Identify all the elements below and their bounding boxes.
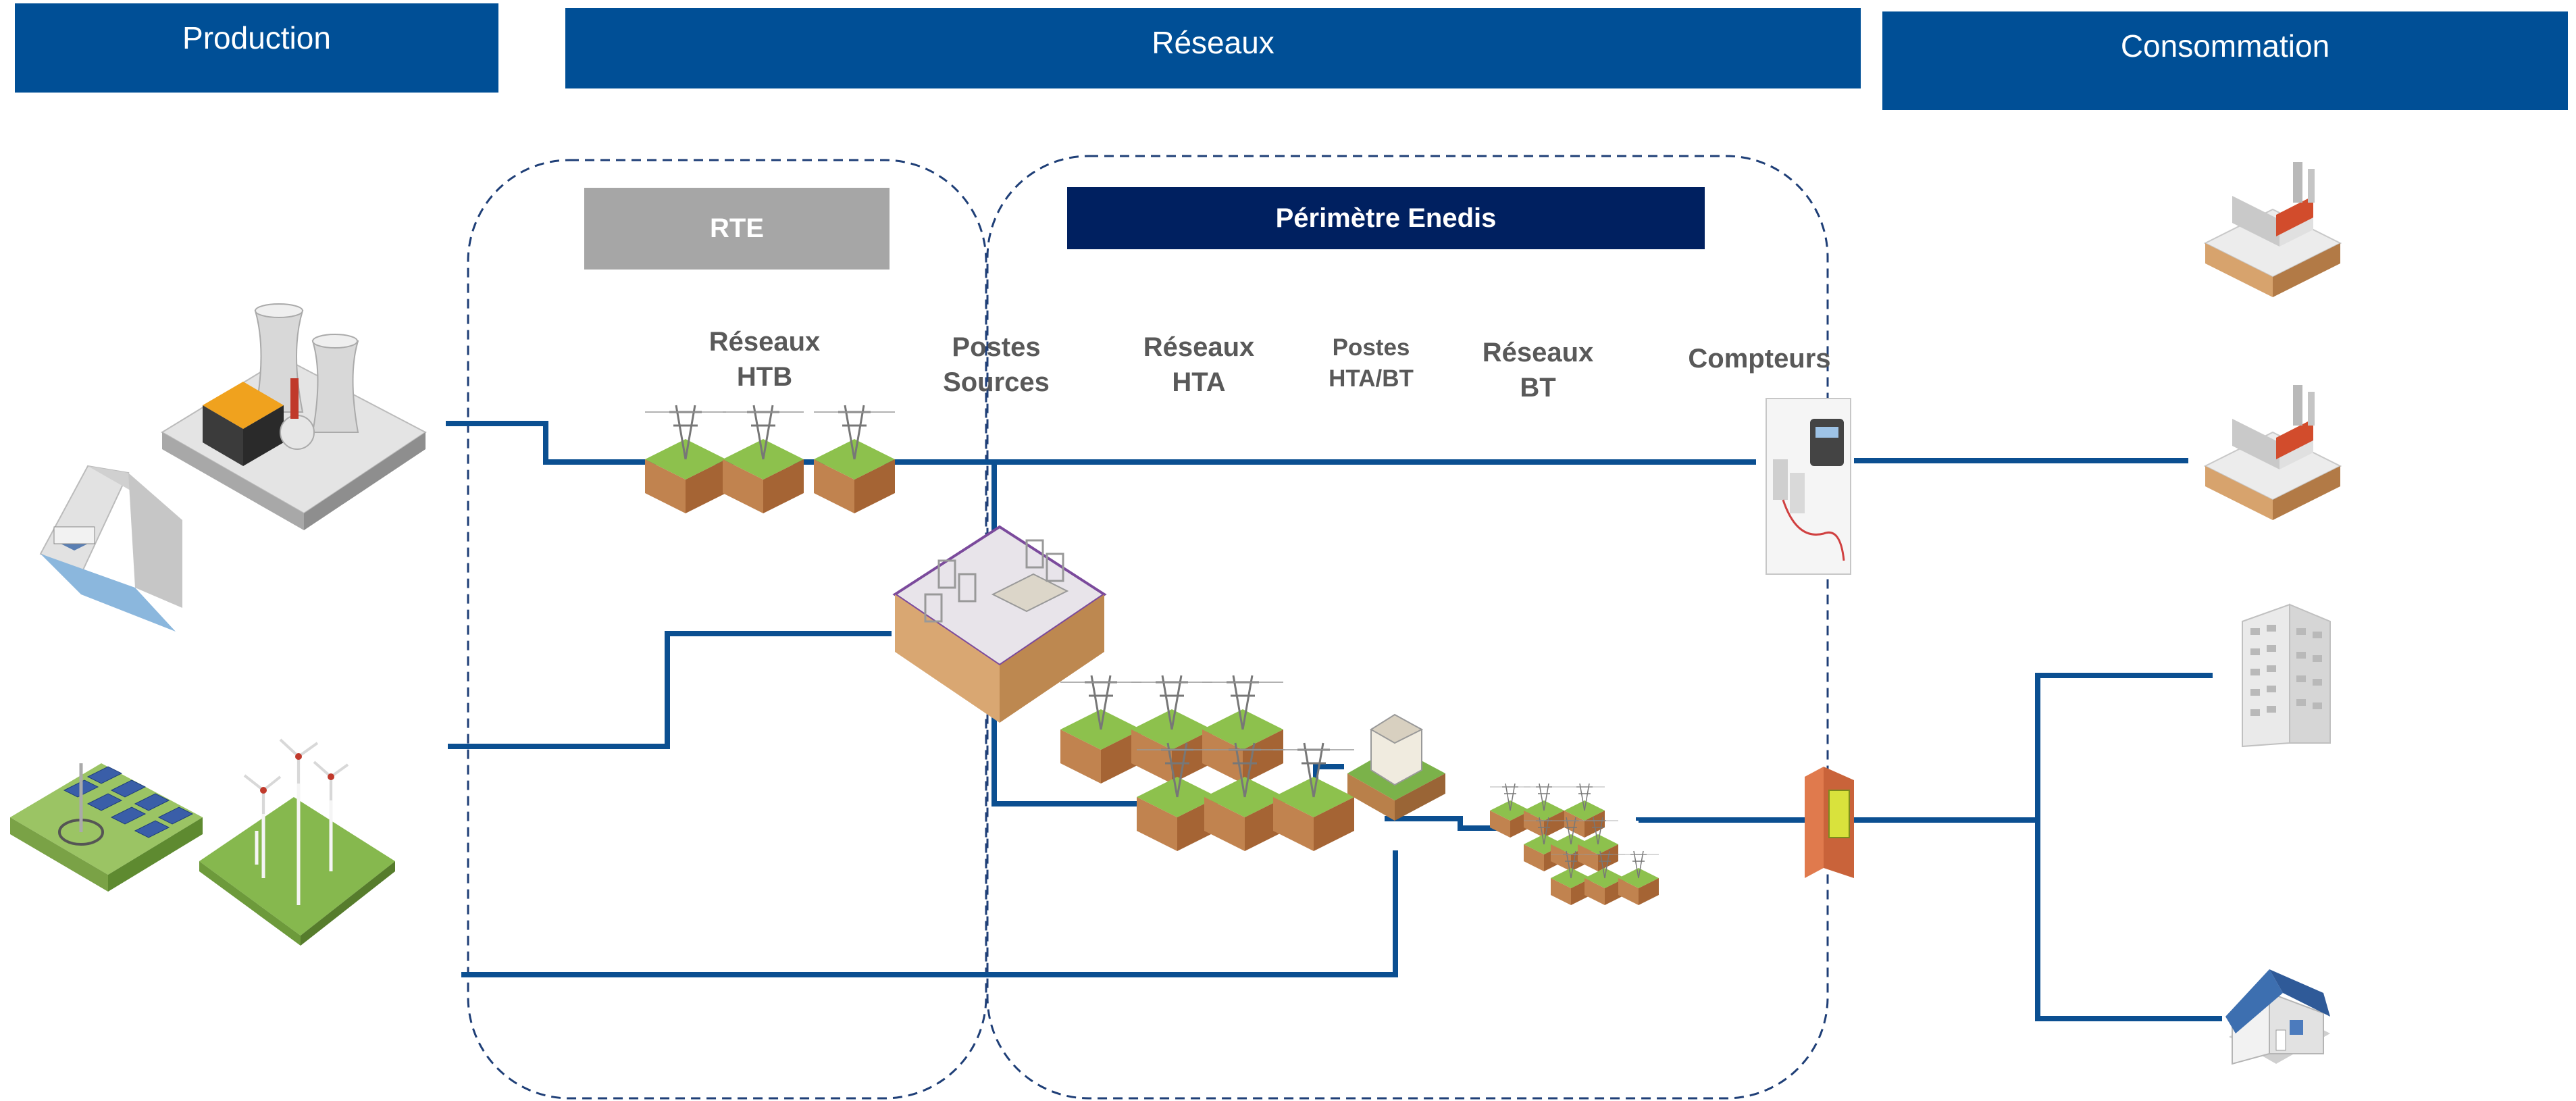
- factory-icon: [2205, 161, 2341, 521]
- enedis-perimeter: [986, 155, 1829, 1100]
- banner-consommation: Consommation: [1882, 11, 2568, 110]
- nuclear-plant-icon: [161, 303, 427, 530]
- house-icon: [2225, 969, 2330, 1065]
- rte-label: RTE: [584, 188, 890, 270]
- meter-box-icon: [1805, 767, 1854, 878]
- bt-pylon-icon: [1489, 783, 1659, 906]
- banner-reseaux: Réseaux: [565, 8, 1861, 88]
- label-postes-sources: Postes Sources: [943, 332, 1050, 397]
- banner-production: Production: [15, 3, 498, 93]
- source-substation-icon: [892, 525, 1107, 723]
- connection-lines: [446, 421, 2222, 1021]
- label-reseaux-htb: Réseaux HTB: [709, 327, 821, 392]
- hta-pylon-icon: [1059, 674, 1356, 852]
- hydro-dam-icon: [39, 465, 182, 632]
- solar-farm-icon: [10, 763, 203, 892]
- wind-farm-icon: [199, 738, 395, 946]
- label-compteurs: Compteurs: [1688, 344, 1831, 374]
- hta-bt-substation-icon: [1347, 713, 1445, 821]
- label-reseaux-hta: Réseaux HTA: [1143, 332, 1255, 397]
- label-postes-hta-bt: Postes HTA/BT: [1329, 334, 1414, 392]
- enedis-perimeter-label: Périmètre Enedis: [1067, 187, 1705, 249]
- meter-panel-icon: [1766, 398, 1851, 575]
- htb-pylon-icon: [644, 404, 896, 515]
- apartment-building-icon: [2242, 603, 2331, 748]
- label-reseaux-bt: Réseaux BT: [1482, 338, 1594, 403]
